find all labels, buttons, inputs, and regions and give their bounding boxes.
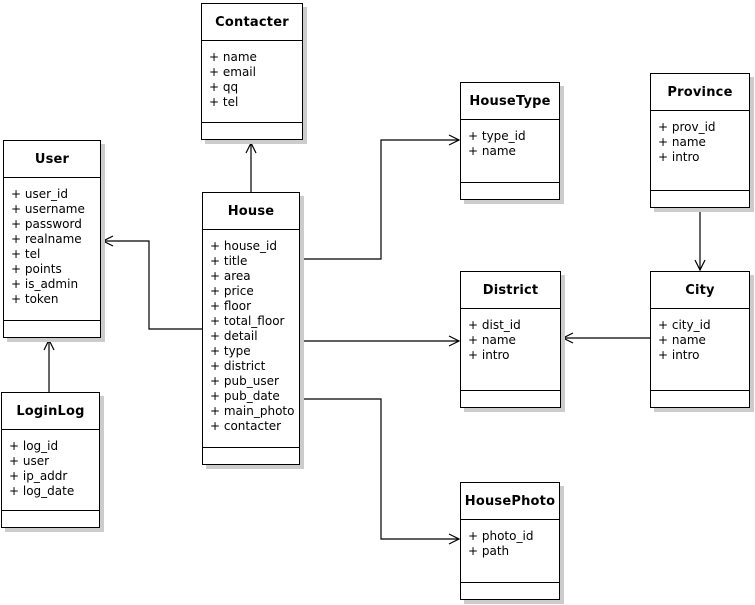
attribute-row: + total_floor	[210, 314, 285, 328]
class-title-housephoto: HousePhoto	[461, 483, 559, 520]
attribute-row: + intro	[468, 348, 510, 362]
class-methods-contacter	[202, 123, 302, 139]
class-attrs-housetype: + type_id+ name	[461, 120, 559, 183]
class-methods-city	[651, 391, 749, 407]
attribute-row: + username	[11, 202, 85, 216]
class-title-district: District	[461, 272, 560, 309]
class-methods-house	[203, 448, 299, 464]
class-attrs-house: + house_id+ title+ area+ price+ floor+ t…	[203, 230, 299, 448]
class-box-contacter[interactable]: Contacter + name+ email+ qq+ tel	[201, 3, 303, 140]
attribute-row: + token	[11, 292, 59, 306]
class-attrs-housephoto: + photo_id+ path	[461, 520, 559, 583]
relation-house-housephoto[interactable]	[300, 398, 461, 545]
class-title-loginlog: LoginLog	[2, 393, 99, 430]
class-box-user[interactable]: User + user_id+ username+ password+ real…	[3, 140, 101, 338]
class-attrs-district: + dist_id+ name+ intro	[461, 309, 560, 391]
attribute-row: + contacter	[210, 419, 282, 433]
relation-house-housetype[interactable]	[300, 134, 461, 260]
class-box-loginlog[interactable]: LoginLog + log_id+ user+ ip_addr+ log_da…	[1, 392, 100, 528]
attribute-row: + user_id	[11, 187, 68, 201]
attribute-row: + title	[210, 254, 248, 268]
attribute-row: + main_photo	[210, 404, 295, 418]
attribute-row: + price	[210, 284, 254, 298]
class-box-province[interactable]: Province + prov_id+ name+ intro	[650, 73, 750, 208]
class-title-housetype: HouseType	[461, 83, 559, 120]
class-methods-province	[651, 191, 749, 207]
attribute-row: + is_admin	[11, 277, 79, 291]
class-attrs-user: + user_id+ username+ password+ realname+…	[4, 178, 100, 321]
class-methods-user	[4, 321, 100, 337]
attribute-row: + email	[209, 65, 256, 79]
class-box-city[interactable]: City + city_id+ name+ intro	[650, 271, 750, 408]
attribute-row: + name	[468, 333, 516, 347]
class-box-housephoto[interactable]: HousePhoto + photo_id+ path	[460, 482, 560, 600]
class-attrs-province: + prov_id+ name+ intro	[651, 111, 749, 191]
class-title-user: User	[4, 141, 100, 178]
attribute-row: + house_id	[210, 239, 278, 253]
class-attrs-contacter: + name+ email+ qq+ tel	[202, 41, 302, 123]
attribute-row: + ip_addr	[9, 469, 68, 483]
class-methods-loginlog	[2, 511, 99, 527]
attribute-row: + type_id	[468, 129, 526, 143]
attribute-row: + floor	[210, 299, 252, 313]
attribute-row: + area	[210, 269, 251, 283]
relation-house-user[interactable]	[101, 235, 202, 330]
class-title-city: City	[651, 272, 749, 309]
class-box-house[interactable]: House + house_id+ title+ area+ price+ fl…	[202, 192, 300, 465]
class-methods-housetype	[461, 183, 559, 199]
attribute-row: + password	[11, 217, 82, 231]
class-attrs-city: + city_id+ name+ intro	[651, 309, 749, 391]
attribute-row: + points	[11, 262, 62, 276]
class-box-housetype[interactable]: HouseType + type_id+ name	[460, 82, 560, 200]
attribute-row: + tel	[209, 95, 239, 109]
attribute-row: + realname	[11, 232, 82, 246]
attribute-row: + tel	[11, 247, 41, 261]
attribute-row: + name	[468, 144, 516, 158]
attribute-row: + pub_date	[210, 389, 280, 403]
attribute-row: + dist_id	[468, 318, 521, 332]
attribute-row: + name	[658, 333, 706, 347]
attribute-row: + prov_id	[658, 120, 716, 134]
class-title-house: House	[203, 193, 299, 230]
attribute-row: + qq	[209, 80, 239, 94]
attribute-row: + log_date	[9, 484, 75, 498]
attribute-row: + detail	[210, 329, 258, 343]
attribute-row: + name	[658, 135, 706, 149]
class-title-contacter: Contacter	[202, 4, 302, 41]
attribute-row: + intro	[658, 150, 700, 164]
class-box-district[interactable]: District + dist_id+ name+ intro	[460, 271, 561, 408]
attribute-row: + district	[210, 359, 266, 373]
attribute-row: + name	[209, 50, 257, 64]
attribute-row: + type	[210, 344, 251, 358]
attribute-row: + photo_id	[468, 529, 534, 543]
attribute-row: + user	[9, 454, 50, 468]
attribute-row: + pub_user	[210, 374, 279, 388]
attribute-row: + intro	[658, 348, 700, 362]
class-methods-housephoto	[461, 583, 559, 599]
class-attrs-loginlog: + log_id+ user+ ip_addr+ log_date	[2, 430, 99, 511]
attribute-row: + path	[468, 544, 510, 558]
class-title-province: Province	[651, 74, 749, 111]
attribute-row: + city_id	[658, 318, 711, 332]
attribute-row: + log_id	[9, 439, 59, 453]
class-methods-district	[461, 391, 560, 407]
